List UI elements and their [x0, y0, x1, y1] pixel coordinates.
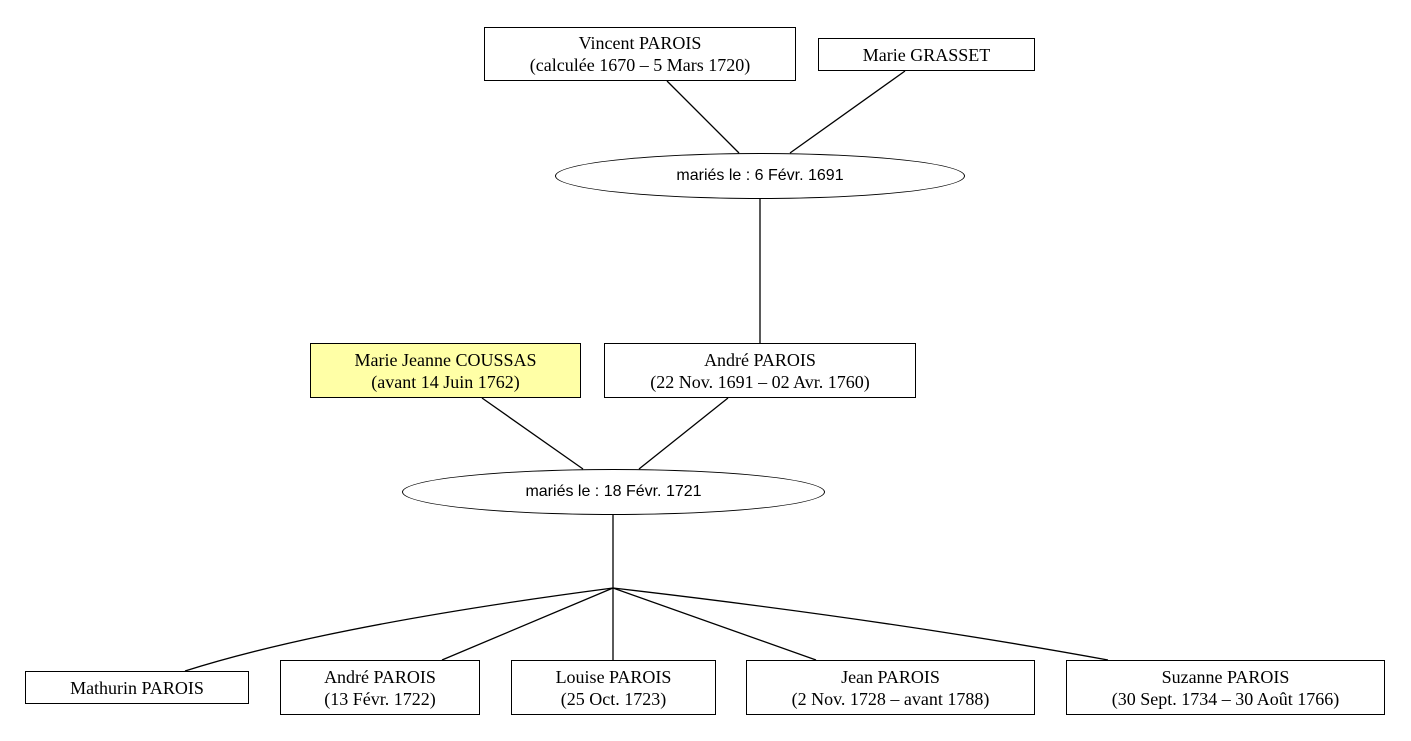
person-name: Louise PAROIS: [555, 666, 672, 687]
person-dates: (13 Févr. 1722): [324, 688, 436, 709]
person-name: Mathurin PAROIS: [70, 677, 204, 698]
person-dates: (22 Nov. 1691 – 02 Avr. 1760): [650, 371, 870, 392]
person-vincent-parois[interactable]: Vincent PAROIS (calculée 1670 – 5 Mars 1…: [484, 27, 796, 81]
connector-line: [441, 587, 614, 661]
person-dates: (avant 14 Juin 1762): [371, 371, 520, 392]
connector-line: [666, 80, 740, 154]
marriage-node-1691[interactable]: mariés le : 6 Févr. 1691: [555, 153, 965, 199]
person-dates: (2 Nov. 1728 – avant 1788): [791, 688, 990, 709]
person-dates: (calculée 1670 – 5 Mars 1720): [529, 55, 751, 75]
person-name: Marie GRASSET: [862, 44, 991, 65]
person-name: Marie Jeanne COUSSAS: [354, 349, 537, 370]
person-name: Suzanne PAROIS: [1161, 666, 1290, 687]
person-name: André PAROIS: [324, 666, 436, 687]
marriage-node-1721[interactable]: mariés le : 18 Févr. 1721: [402, 469, 825, 515]
child-jean-parois[interactable]: Jean PAROIS (2 Nov. 1728 – avant 1788): [746, 660, 1035, 715]
person-name: Vincent PAROIS: [578, 33, 702, 53]
person-dates: (25 Oct. 1723): [560, 688, 667, 709]
person-dates: (30 Sept. 1734 – 30 Août 1766): [1111, 688, 1340, 709]
marriage-label: mariés le : 18 Févr. 1721: [525, 483, 702, 500]
child-louise-parois[interactable]: Louise PAROIS (25 Oct. 1723): [511, 660, 716, 715]
person-marie-grasset[interactable]: Marie GRASSET: [818, 38, 1035, 71]
child-mathurin-parois[interactable]: Mathurin PAROIS: [25, 671, 249, 704]
person-name: Jean PAROIS: [841, 666, 940, 687]
connector-line: [612, 587, 817, 661]
marriage-label: mariés le : 6 Févr. 1691: [676, 167, 844, 184]
child-suzanne-parois[interactable]: Suzanne PAROIS (30 Sept. 1734 – 30 Août …: [1066, 660, 1385, 715]
connector-line: [638, 397, 729, 470]
connector-line: [481, 397, 584, 470]
person-andre-parois[interactable]: André PAROIS (22 Nov. 1691 – 02 Avr. 176…: [604, 343, 916, 398]
connector-line: [789, 70, 906, 154]
child-andre-parois[interactable]: André PAROIS (13 Févr. 1722): [280, 660, 480, 715]
person-name: André PAROIS: [704, 349, 816, 370]
person-marie-jeanne-coussas[interactable]: Marie Jeanne COUSSAS (avant 14 Juin 1762…: [310, 343, 581, 398]
connector-line: [612, 587, 1109, 661]
connector-line: [184, 587, 614, 672]
